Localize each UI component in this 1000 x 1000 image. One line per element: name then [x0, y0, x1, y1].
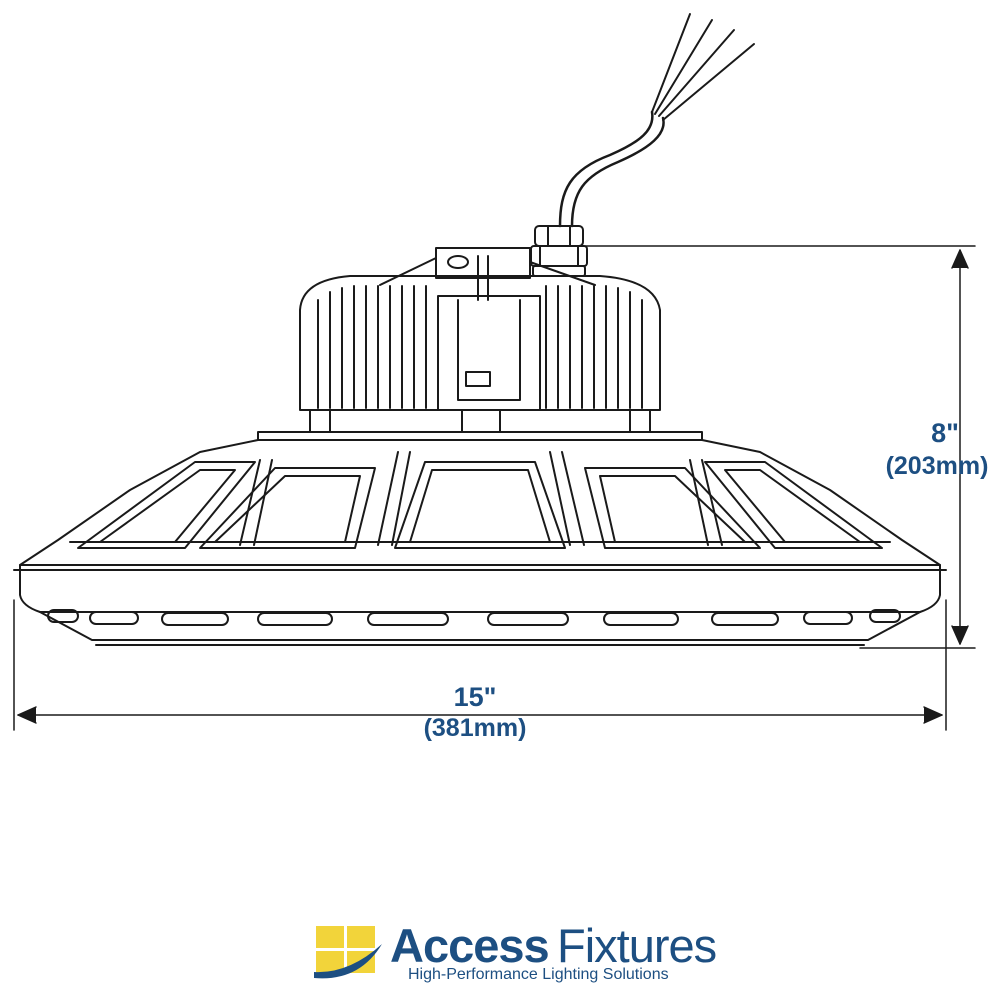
neck-posts	[309, 409, 651, 433]
width-mm-label: (381mm)	[423, 714, 527, 742]
power-cable	[558, 110, 654, 228]
cable-wires	[651, 13, 755, 121]
brand-name-regular: Fixtures	[557, 919, 717, 972]
width-inches-label: 15"	[453, 682, 497, 712]
brand-logo: Access Fixtures High-Performance Lightin…	[312, 918, 732, 988]
reflector-body	[19, 439, 941, 566]
width-dimension-line	[13, 599, 947, 731]
heat-sink-housing	[299, 275, 661, 411]
window-grid-swoosh-icon	[314, 926, 382, 979]
power-cable-inner	[570, 116, 665, 228]
top-plate	[257, 431, 703, 441]
base-ring	[13, 564, 947, 646]
brand-name-bold: Access	[390, 919, 550, 972]
height-dimension-line	[584, 245, 976, 649]
height-inches-label: 8"	[931, 418, 959, 448]
top-bracket	[379, 247, 596, 301]
brand-tagline: High-Performance Lighting Solutions	[408, 966, 669, 983]
height-mm-label: (203mm)	[885, 452, 989, 480]
cable-gland	[530, 225, 588, 277]
